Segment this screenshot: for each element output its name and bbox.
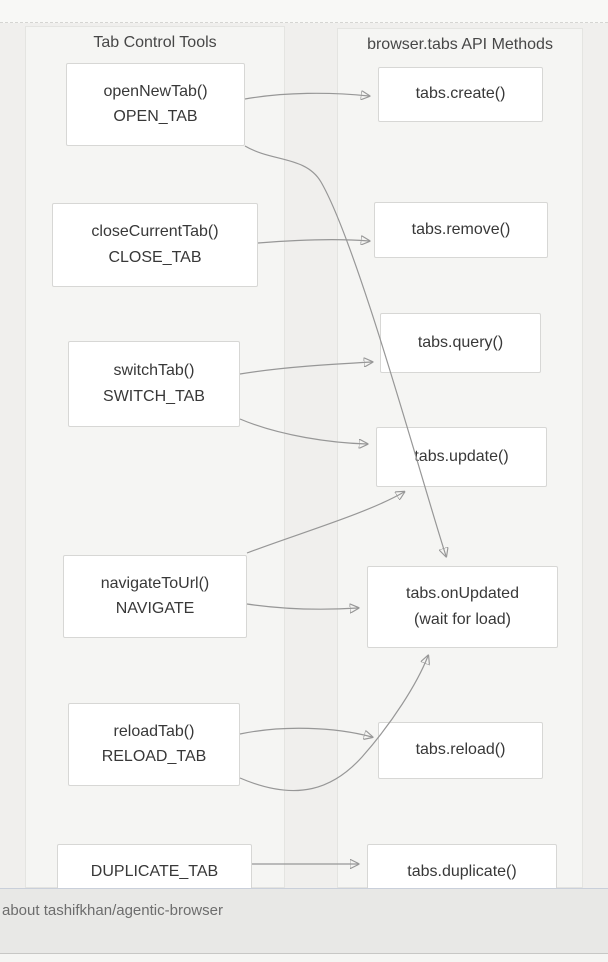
node-tabs-reload: tabs.reload() bbox=[378, 722, 543, 779]
node-label: tabs.onUpdated bbox=[406, 585, 519, 603]
node-label: CLOSE_TAB bbox=[108, 248, 202, 266]
node-label: SWITCH_TAB bbox=[103, 387, 205, 405]
node-openNewTab: openNewTab() OPEN_TAB bbox=[66, 63, 245, 146]
bottom-strip bbox=[0, 953, 608, 962]
node-label: OPEN_TAB bbox=[113, 108, 198, 125]
node-label: NAVIGATE bbox=[115, 600, 195, 617]
node-label: tabs.query() bbox=[417, 333, 504, 351]
node-label: navigateToUrl() bbox=[100, 574, 210, 592]
node-label: tabs.remove() bbox=[411, 220, 511, 238]
node-label: RELOAD_TAB bbox=[101, 748, 207, 765]
node-label: switchTab() bbox=[113, 362, 195, 380]
node-label: tabs.reload() bbox=[415, 741, 506, 759]
status-bar: about tashifkhan/agentic-browser bbox=[0, 888, 608, 953]
node-label: tabs.duplicate() bbox=[407, 862, 517, 880]
group-title-right: browser.tabs API Methods bbox=[367, 36, 553, 53]
node-navigateToUrl: navigateToUrl() NAVIGATE bbox=[63, 555, 247, 638]
node-tabs-remove: tabs.remove() bbox=[374, 202, 548, 258]
node-tabs-update: tabs.update() bbox=[376, 427, 547, 487]
node-reloadTab: reloadTab() RELOAD_TAB bbox=[68, 703, 240, 786]
node-switchTab: switchTab() SWITCH_TAB bbox=[68, 341, 240, 427]
node-tabs-onUpdated: tabs.onUpdated (wait for load) bbox=[367, 566, 558, 648]
node-closeCurrentTab: closeCurrentTab() CLOSE_TAB bbox=[52, 203, 258, 287]
status-bar-text: about tashifkhan/agentic-browser bbox=[2, 902, 223, 919]
node-label: openNewTab() bbox=[103, 82, 208, 100]
node-label: reloadTab() bbox=[113, 722, 195, 740]
top-strip bbox=[0, 0, 608, 23]
node-label: DUPLICATE_TAB bbox=[90, 862, 219, 880]
node-tabs-query: tabs.query() bbox=[380, 313, 541, 373]
node-label: tabs.update() bbox=[414, 447, 509, 465]
node-label: closeCurrentTab() bbox=[91, 223, 219, 241]
node-label: (wait for load) bbox=[414, 610, 511, 628]
group-title-left: Tab Control Tools bbox=[93, 34, 217, 51]
node-label: tabs.create() bbox=[415, 85, 506, 103]
node-tabs-create: tabs.create() bbox=[378, 67, 543, 122]
